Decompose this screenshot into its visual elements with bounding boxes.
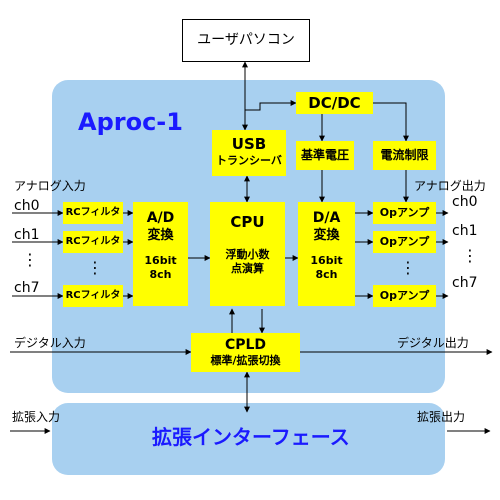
analog-input-label: アナログ入力 (14, 179, 86, 193)
ref-voltage-label: 基準電圧 (300, 148, 349, 162)
cpu-fpu-label-2: 点演算 (231, 262, 264, 275)
usb-transceiver-block: USB トランシーバ (212, 130, 286, 176)
interface-title: 拡張インターフェース (152, 425, 350, 449)
ad-label: A/D (146, 210, 175, 226)
cpld-sub-label: 標準/拡張切換 (210, 354, 281, 367)
opamp-block: Opアンプ (373, 202, 436, 224)
da-sub-label: 変換 (313, 228, 340, 243)
ref-voltage-block: 基準電圧 (296, 141, 354, 170)
extended-output-label: 拡張出力 (417, 410, 466, 424)
cpu-fpu-label: 浮動小数 (225, 248, 270, 261)
opamp-label: Opアンプ (379, 289, 430, 302)
rc-filter-label: RCフィルタ (65, 290, 121, 301)
opamp-label: Opアンプ (379, 206, 430, 219)
user-pc-label: ユーザパソコン (197, 32, 295, 48)
in-ch0-label: ch0 (14, 198, 40, 214)
ad-sub-label: 変換 (147, 228, 174, 243)
dcdc-label: DC/DC (308, 94, 361, 112)
rc-dots: ⋮ (87, 258, 103, 277)
da-channels-label: 8ch (315, 268, 338, 281)
rc-filter-block: RCフィルタ (63, 285, 123, 307)
in-ch1-label: ch1 (14, 227, 40, 243)
usb-label: USB (231, 135, 267, 153)
in-dots: ⋮ (22, 250, 38, 269)
cpld-block: CPLD 標準/拡張切換 (191, 333, 300, 372)
out-ch7-label: ch7 (452, 275, 478, 291)
in-ch7-label: ch7 (14, 280, 40, 296)
ad-bits-label: 16bit (144, 254, 177, 267)
rc-filter-label: RCフィルタ (65, 236, 121, 247)
da-bits-label: 16bit (310, 254, 343, 267)
rc-filter-block: RCフィルタ (63, 231, 123, 253)
ad-converter-block: A/D 変換 16bit 8ch (133, 202, 188, 306)
digital-output-label: デジタル出力 (397, 336, 469, 350)
current-limit-block: 電流制限 (373, 141, 436, 170)
connections (10, 61, 493, 434)
cpld-label: CPLD (224, 337, 267, 353)
rc-filter-block: RCフィルタ (63, 202, 123, 224)
ad-channels-label: 8ch (149, 268, 172, 281)
usb-sub-label: トランシーバ (216, 154, 282, 167)
dcdc-block: DC/DC (296, 92, 373, 114)
user-pc-box: ユーザパソコン (182, 19, 310, 62)
opamp-label: Opアンプ (379, 235, 430, 248)
digital-input-label: デジタル入力 (14, 336, 86, 350)
opamp-block: Opアンプ (373, 285, 436, 307)
cpu-block: CPU 浮動小数 点演算 (210, 202, 285, 306)
opamp-dots: ⋮ (400, 258, 416, 277)
opamp-block: Opアンプ (373, 231, 436, 253)
analog-output-label: アナログ出力 (414, 179, 486, 193)
rc-filter-label: RCフィルタ (65, 207, 121, 218)
current-limit-label: 電流制限 (380, 148, 429, 162)
out-dots: ⋮ (462, 246, 478, 265)
interface-panel (52, 403, 445, 475)
da-converter-block: D/A 変換 16bit 8ch (298, 202, 355, 306)
out-ch1-label: ch1 (452, 223, 478, 239)
system-title: Aproc-1 (78, 108, 183, 136)
out-ch0-label: ch0 (452, 194, 478, 210)
cpu-label: CPU (230, 213, 265, 231)
extended-input-label: 拡張入力 (12, 410, 61, 424)
da-label: D/A (312, 210, 341, 226)
